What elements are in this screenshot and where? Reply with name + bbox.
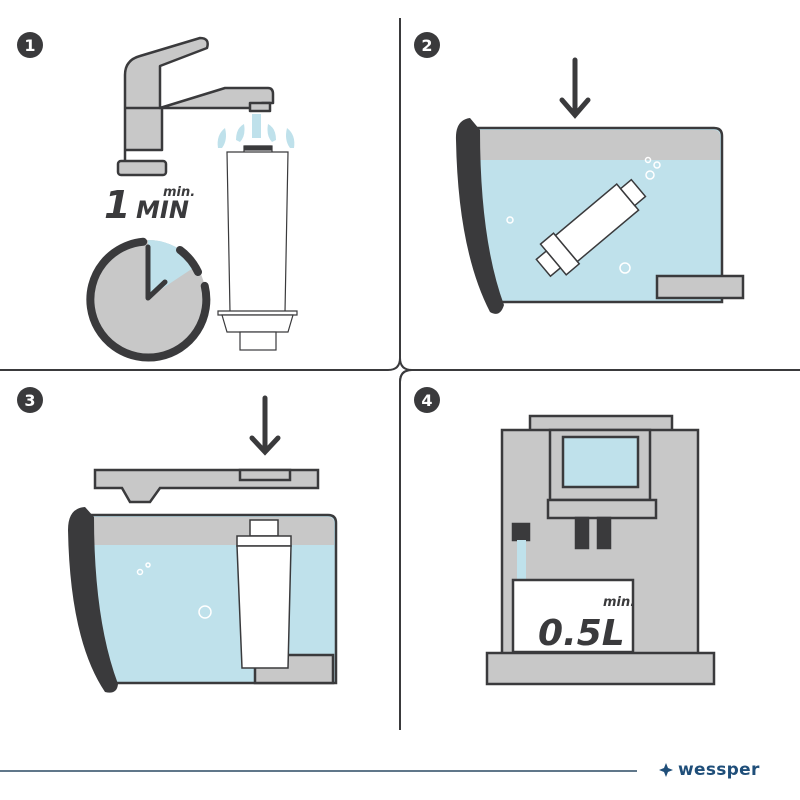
svg-text:1: 1 bbox=[24, 36, 35, 55]
down-arrow-icon bbox=[249, 395, 281, 456]
svg-text:3: 3 bbox=[24, 391, 35, 410]
svg-text:MIN: MIN bbox=[136, 196, 189, 224]
brand-name: wessper bbox=[678, 760, 760, 780]
step-3-panel: 3 bbox=[17, 387, 338, 693]
bubbles bbox=[136, 562, 212, 619]
diamond-star-icon bbox=[659, 763, 673, 777]
stopwatch-icon bbox=[86, 237, 211, 362]
filter-cartridge-icon bbox=[535, 178, 647, 278]
svg-text:min.: min. bbox=[603, 595, 635, 610]
water-splash-icon bbox=[217, 114, 295, 148]
minimum-volume-label: min. 0.5L bbox=[538, 595, 635, 654]
step-4-panel: 4 min. 0.5L bbox=[414, 387, 716, 686]
panel-dividers bbox=[0, 18, 800, 730]
step-2-panel: 2 bbox=[414, 32, 745, 314]
svg-text:0.5L: 0.5L bbox=[538, 613, 625, 654]
step-1-badge: 1 bbox=[17, 32, 43, 58]
step-4-badge: 4 bbox=[414, 387, 440, 413]
svg-text:1: 1 bbox=[104, 183, 130, 227]
step-2-badge: 2 bbox=[414, 32, 440, 58]
filter-cartridge-icon bbox=[217, 145, 298, 351]
step-3-badge: 3 bbox=[17, 387, 43, 413]
svg-text:2: 2 bbox=[421, 36, 432, 55]
svg-text:4: 4 bbox=[421, 391, 432, 410]
tank-lid-icon bbox=[93, 468, 320, 504]
bubbles bbox=[506, 156, 661, 274]
faucet-icon bbox=[116, 36, 275, 177]
step-1-panel: 1 1 MIN min. bbox=[17, 32, 298, 362]
svg-text:min.: min. bbox=[163, 185, 195, 200]
timer-label: 1 MIN min. bbox=[104, 183, 195, 227]
down-arrow-icon bbox=[559, 57, 591, 119]
water-tank-icon bbox=[68, 507, 338, 693]
filter-cartridge-icon bbox=[236, 519, 292, 669]
coffee-machine-icon bbox=[485, 414, 716, 686]
brand-logo: wessper bbox=[659, 760, 760, 780]
